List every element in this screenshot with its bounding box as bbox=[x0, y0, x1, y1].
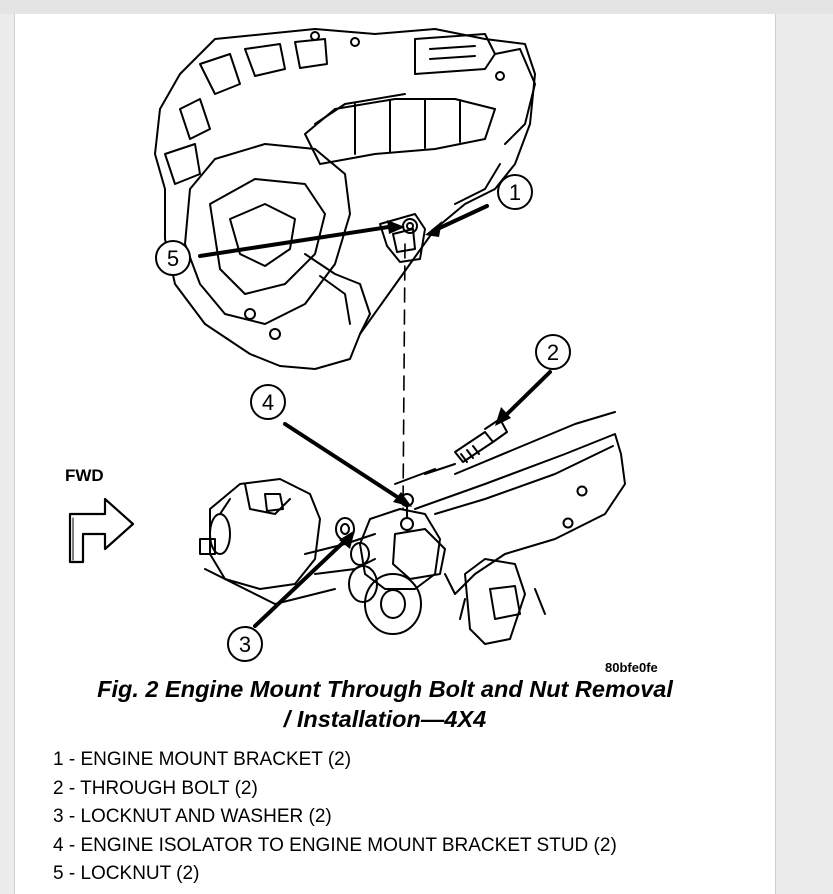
callout-4: 4 bbox=[250, 384, 286, 420]
parts-legend: 1 - ENGINE MOUNT BRACKET (2) 2 - THROUGH… bbox=[53, 746, 617, 889]
legend-item: 1 - ENGINE MOUNT BRACKET (2) bbox=[53, 749, 352, 770]
engine-mount-diagram: 1 2 3 4 5 bbox=[68, 28, 626, 662]
fwd-label: FWD bbox=[65, 466, 104, 485]
callout-2: 2 bbox=[535, 334, 571, 370]
callout-arrowheads bbox=[339, 220, 511, 549]
caption-line-2: / Installation—4X4 bbox=[283, 706, 487, 732]
callout-1-number: 1 bbox=[509, 180, 521, 205]
callout-2-number: 2 bbox=[547, 340, 559, 365]
alignment-line bbox=[402, 243, 406, 510]
legend-item: 5 - LOCKNUT (2) bbox=[53, 863, 200, 884]
frame-isolator-drawing bbox=[199, 411, 626, 645]
callout-4-number: 4 bbox=[262, 390, 274, 415]
callout-1: 1 bbox=[497, 174, 533, 210]
callout-3-number: 3 bbox=[239, 632, 251, 657]
caption-line-1: Fig. 2 Engine Mount Through Bolt and Nut… bbox=[97, 676, 673, 702]
legend-item: 2 - THROUGH BOLT (2) bbox=[53, 777, 258, 799]
engine-block-drawing bbox=[154, 28, 536, 370]
top-bar bbox=[0, 0, 833, 14]
document-page: 1 2 3 4 5 FWD 80bfe0fe Fig. 2 Engine Mou… bbox=[14, 14, 776, 894]
legend-item: 3 - LOCKNUT AND WASHER (2) bbox=[53, 806, 332, 827]
legend-item: 4 - ENGINE ISOLATOR TO ENGINE MOUNT BRAC… bbox=[53, 834, 617, 856]
fwd-arrow-icon bbox=[68, 497, 135, 564]
callout-leaders bbox=[198, 204, 552, 628]
figure-caption: Fig. 2 Engine Mount Through Bolt and Nut… bbox=[35, 674, 735, 734]
callout-3: 3 bbox=[227, 626, 263, 662]
figure-image-code: 80bfe0fe bbox=[605, 660, 658, 675]
callout-5: 5 bbox=[155, 240, 191, 276]
callout-5-number: 5 bbox=[167, 246, 179, 271]
